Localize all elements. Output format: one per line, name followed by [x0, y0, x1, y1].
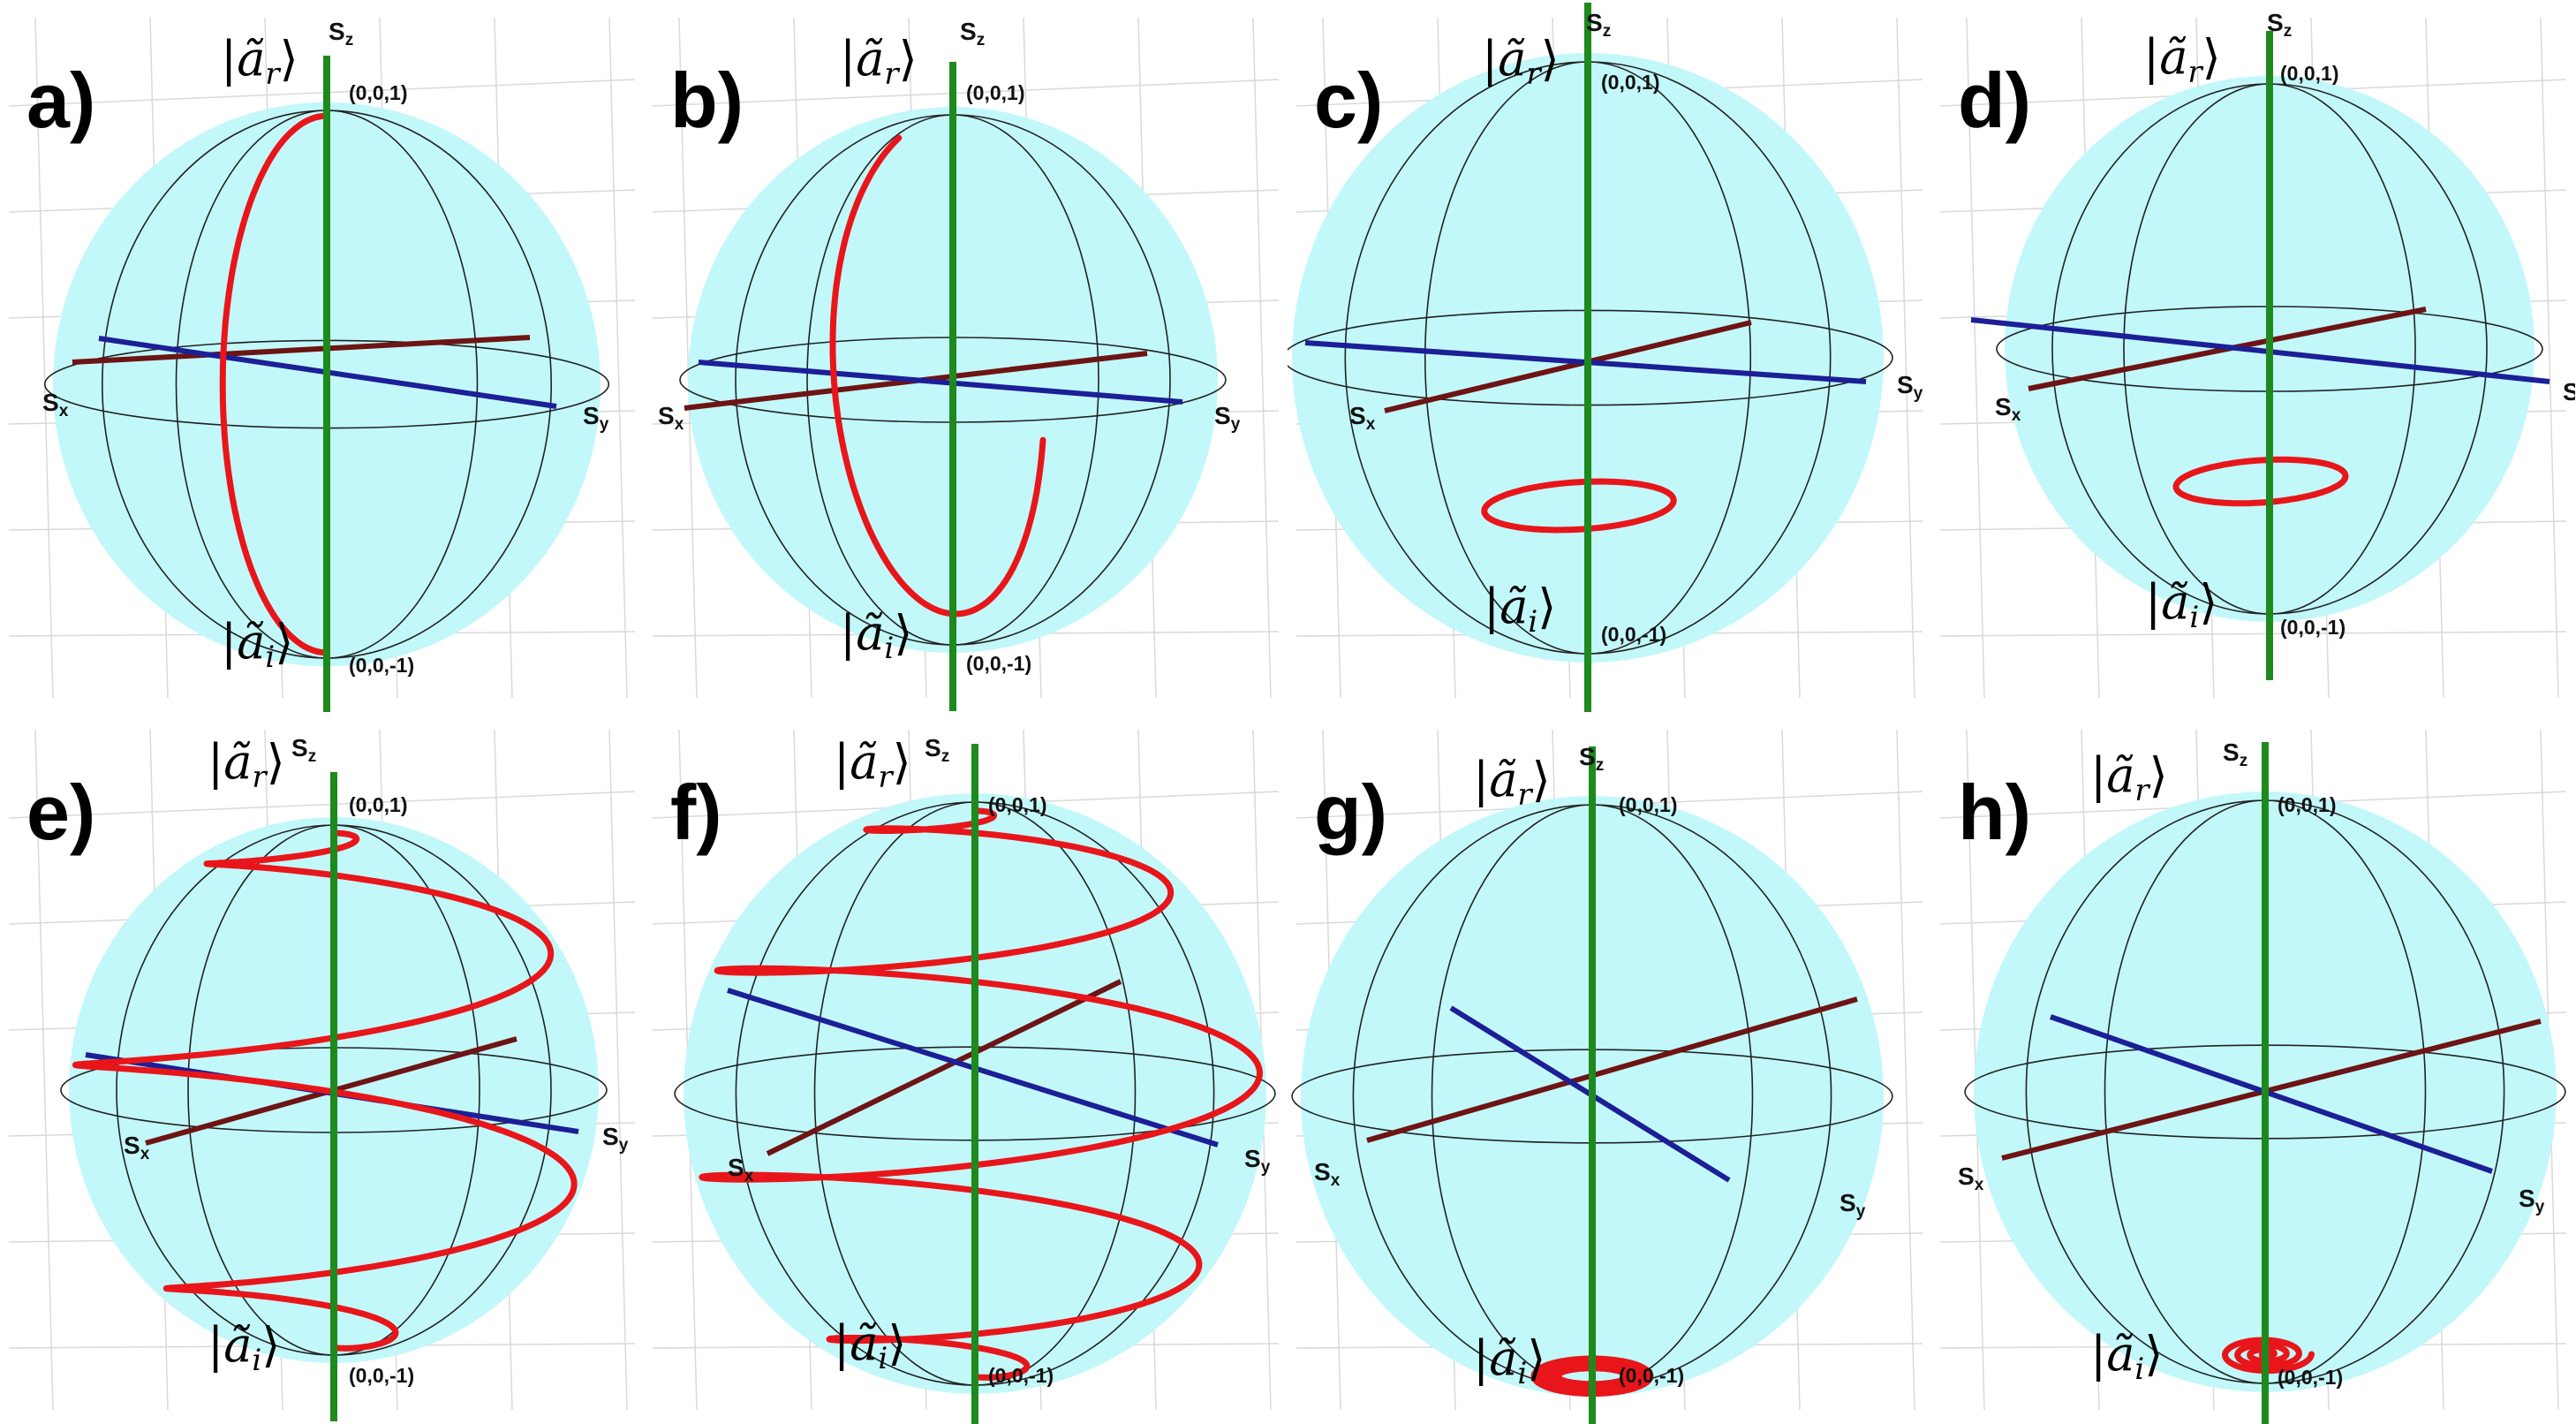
- south-state-label: |ãi⟩: [1484, 579, 1557, 640]
- sz-axis-label: Sz: [2223, 739, 2248, 770]
- sx-axis-label: Sx: [658, 402, 684, 434]
- sz-axis-label: Sz: [1579, 743, 1605, 775]
- sx-axis: [766, 979, 1122, 1156]
- panel-e: e) |ãr⟩ |ãi⟩ (0,0,1) (0,0,-1) Sx Sy Sz: [0, 712, 644, 1424]
- sy-axis-label: Sy: [1214, 402, 1241, 434]
- north-state-label: |ãr⟩: [221, 31, 298, 92]
- south-pole-coord: (0,0,-1): [349, 654, 415, 677]
- north-state-label: |ãr⟩: [834, 734, 911, 795]
- panel-a: a) |ãr⟩ |ãi⟩ (0,0,1) (0,0,-1) Sx Sy Sz: [0, 0, 644, 712]
- south-state-label: |ãi⟩: [2145, 574, 2218, 635]
- sy-axis-label: Sy: [1897, 371, 1923, 403]
- south-state-label: |ãi⟩: [208, 1317, 281, 1378]
- panel-label: e): [26, 769, 96, 856]
- state-trajectory: [219, 112, 330, 656]
- panel-label: f): [670, 769, 722, 856]
- bloch-sphere: [652, 17, 1280, 711]
- south-state-label: |ãi⟩: [834, 1315, 907, 1376]
- sy-axis: [698, 360, 1183, 405]
- bloch-sphere: [8, 729, 636, 1421]
- bloch-sphere: [1291, 729, 1923, 1424]
- south-pole-coord: (0,0,-1): [988, 1364, 1054, 1387]
- north-pole-coord: (0,0,1): [349, 81, 408, 104]
- sx-axis: [1384, 320, 1752, 413]
- south-pole-coord: (0,0,-1): [1601, 623, 1667, 646]
- sy-axis-label: Sy: [2563, 378, 2575, 405]
- panel-f: f) |ãr⟩ |ãi⟩ (0,0,1) (0,0,-1) Sx Sy Sz: [644, 712, 1288, 1424]
- panel-c: c) |ãr⟩ |ãi⟩ (0,0,1) (0,0,-1) Sx Sy Sz: [1288, 0, 1931, 712]
- north-state-label: |ãr⟩: [2090, 747, 2168, 808]
- sx-axis-label: Sx: [124, 1132, 150, 1163]
- bloch-sphere: [8, 17, 636, 712]
- sy-axis: [1970, 317, 2550, 384]
- panel-label: h): [1958, 769, 2032, 856]
- south-state-label: |ãi⟩: [221, 614, 294, 675]
- bloch-sphere: [652, 729, 1280, 1424]
- north-state-label: |ãr⟩: [208, 734, 285, 795]
- sz-axis-label: Sz: [960, 18, 986, 49]
- sz-axis-label: Sz: [329, 18, 354, 49]
- sy-axis-label: Sy: [583, 402, 609, 434]
- sx-axis-label: Sx: [1314, 1158, 1341, 1190]
- south-state-label: |ãi⟩: [1473, 1330, 1546, 1391]
- sx-axis-label: Sx: [1349, 402, 1376, 434]
- north-state-label: |ãr⟩: [1482, 31, 1560, 92]
- bloch-sphere: [1939, 729, 2567, 1424]
- north-state-label: |ãr⟩: [840, 31, 918, 92]
- panel-d: d) |ãr⟩ |ãi⟩ (0,0,1) (0,0,-1) Sx Sy Sz: [1931, 0, 2575, 712]
- panel-label: g): [1314, 769, 1388, 856]
- south-state-label: |ãi⟩: [840, 605, 913, 666]
- state-trajectory: [72, 829, 578, 1352]
- north-pole-coord: (0,0,1): [349, 793, 408, 816]
- state-trajectory: [829, 134, 1046, 617]
- panel-label: a): [26, 57, 96, 144]
- north-pole-coord: (0,0,1): [988, 793, 1047, 816]
- sx-axis: [1366, 996, 1858, 1143]
- sy-axis-label: Sy: [1839, 1189, 1866, 1221]
- panel-label: b): [670, 57, 744, 144]
- sx-axis-label: Sx: [1958, 1163, 1984, 1194]
- sy-axis: [2050, 1014, 2493, 1174]
- south-pole-coord: (0,0,-1): [2278, 1366, 2344, 1389]
- panel-b: b) |ãr⟩ |ãi⟩ (0,0,1) (0,0,-1) Sx Sy Sz: [644, 0, 1288, 712]
- bloch-sphere: [1939, 17, 2567, 699]
- north-pole-coord: (0,0,1): [2280, 62, 2339, 85]
- sy-axis-label: Sy: [602, 1123, 629, 1155]
- sx-axis: [2001, 1019, 2542, 1161]
- sx-axis-label: Sx: [1995, 393, 2021, 425]
- north-pole-coord: (0,0,1): [1619, 793, 1678, 816]
- north-state-label: |ãr⟩: [1473, 752, 1551, 813]
- sz-axis-label: Sz: [2267, 9, 2293, 41]
- sz-axis-label: Sz: [925, 734, 950, 766]
- south-pole-coord: (0,0,-1): [1619, 1364, 1685, 1387]
- state-trajectory: [1554, 1365, 1630, 1388]
- north-pole-coord: (0,0,1): [1601, 71, 1660, 94]
- sz-axis-label: Sz: [291, 734, 317, 766]
- bloch-sphere: [1288, 3, 1923, 712]
- panel-label: d): [1958, 57, 2032, 144]
- sx-axis: [72, 335, 531, 365]
- panel-label: c): [1314, 57, 1384, 144]
- south-pole-coord: (0,0,-1): [349, 1364, 415, 1387]
- sx-axis-label: Sx: [42, 389, 69, 420]
- south-pole-coord: (0,0,-1): [2280, 616, 2346, 639]
- north-state-label: |ãr⟩: [2143, 29, 2221, 90]
- sy-axis-label: Sy: [1244, 1145, 1271, 1177]
- sx-axis-label: Sx: [728, 1154, 754, 1185]
- sy-axis-label: Sy: [2519, 1185, 2545, 1216]
- north-pole-coord: (0,0,1): [2278, 793, 2337, 816]
- sz-axis-label: Sz: [1586, 9, 1612, 41]
- south-pole-coord: (0,0,-1): [966, 652, 1032, 675]
- state-trajectory: [2172, 456, 2349, 507]
- south-state-label: |ãi⟩: [2090, 1326, 2164, 1387]
- state-trajectory: [1481, 478, 1677, 534]
- north-pole-coord: (0,0,1): [966, 81, 1025, 104]
- state-trajectory: [699, 807, 1263, 1381]
